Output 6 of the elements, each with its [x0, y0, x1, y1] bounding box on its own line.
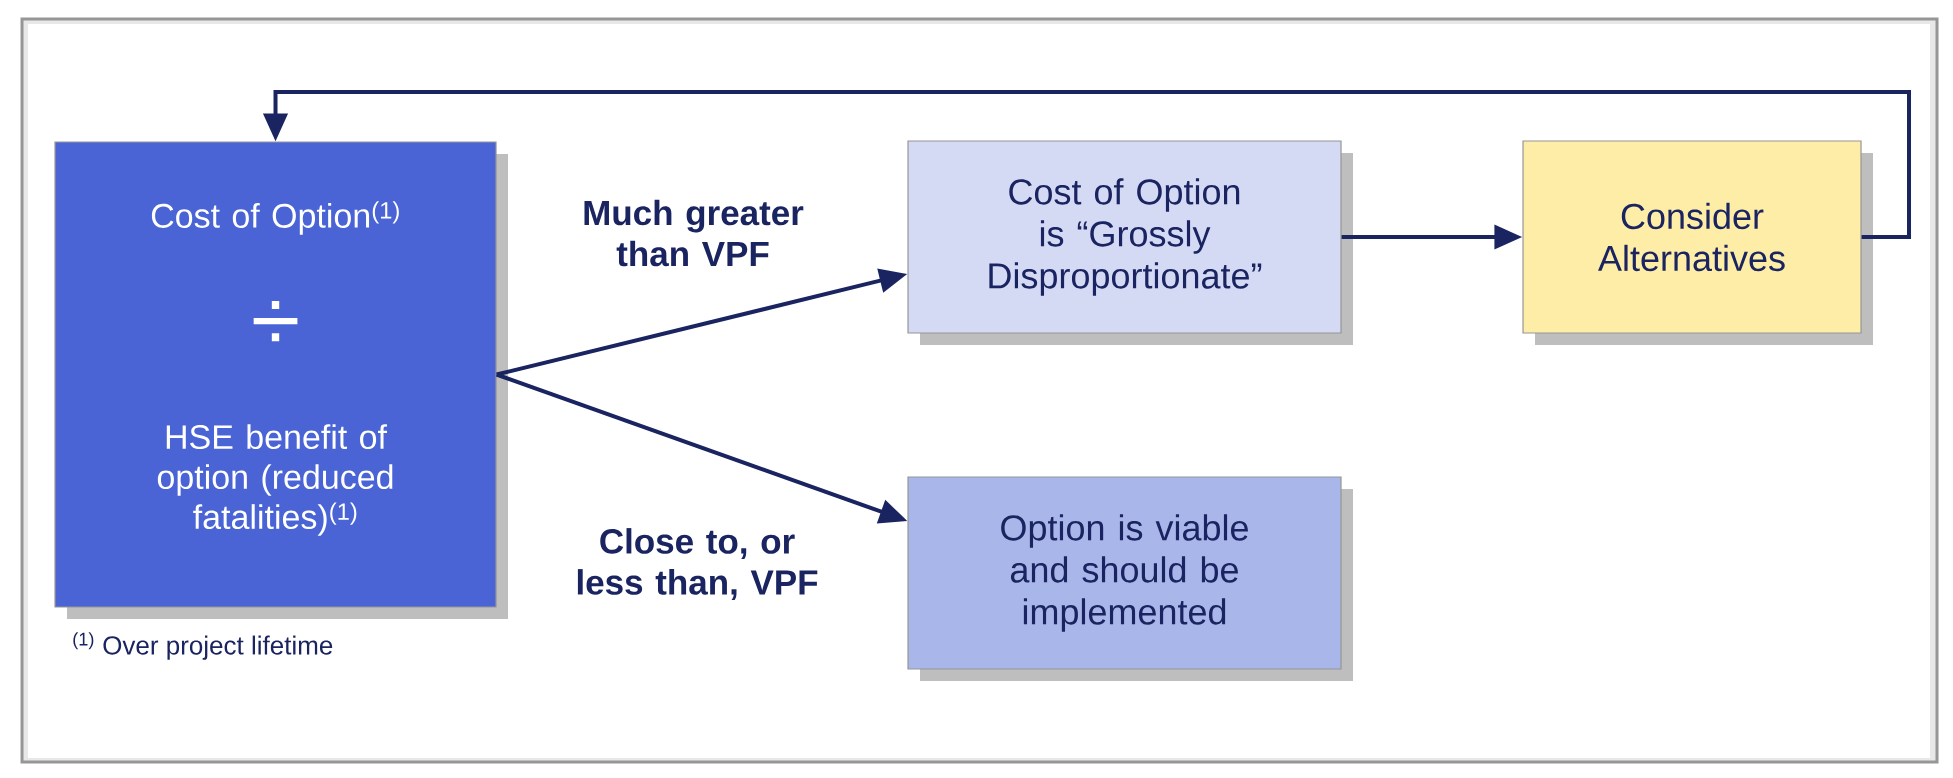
edge-label: Much greater than VPF [584, 199, 804, 267]
process-box: Option is viable and should be implemented [907, 476, 1353, 681]
process-box: Cost of Option is “Grossly Disproportionate” [907, 140, 1353, 345]
edge-label: Close to, or less than, VPF [577, 528, 818, 600]
footnote: $^{(1)}$ Over project lifetime [73, 632, 333, 660]
process-box: Consider Alternatives [1522, 140, 1873, 345]
